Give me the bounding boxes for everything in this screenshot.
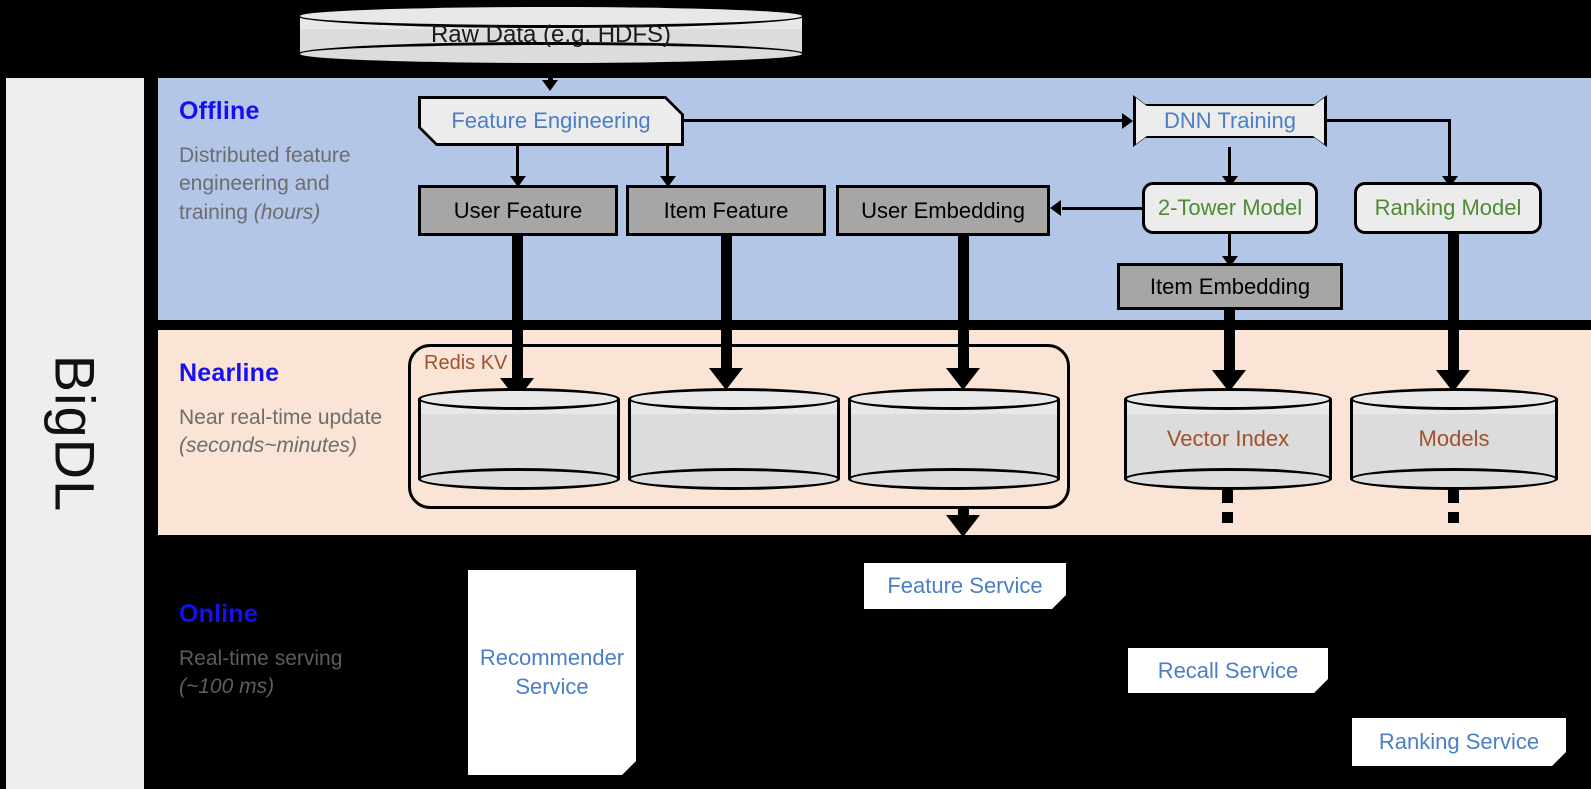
edge-twotower-to-userembedding xyxy=(1062,207,1144,210)
ranking-service-node[interactable]: Ranking Service xyxy=(1352,718,1566,766)
offline-title: Offline xyxy=(179,97,260,125)
offline-subtitle: Distributed feature engineering and trai… xyxy=(179,142,379,227)
nearline-subtitle: Near real-time update (seconds~minutes) xyxy=(179,404,409,461)
redis-store-2-label xyxy=(628,388,840,490)
bigdl-label: BigDL xyxy=(6,78,144,789)
cylinder-top xyxy=(848,388,1060,410)
redis-kv-group xyxy=(408,344,1070,509)
pipe-userfeature-to-store1 xyxy=(512,236,523,386)
pipe-itemfeature-to-store2 xyxy=(721,236,732,376)
bigdl-rail: BigDL xyxy=(6,78,144,789)
edge-fe-to-itemfeature-arrowhead xyxy=(660,176,676,187)
edge-dnn-to-twotower-arrowhead xyxy=(1222,176,1238,187)
cylinder-bottom xyxy=(1124,468,1332,490)
redis-kv-label: Redis KV xyxy=(424,352,508,374)
pipe-itemfeature-arrowhead xyxy=(709,368,743,390)
edge-dnn-to-ranking-v xyxy=(1448,119,1451,181)
redis-store-3-label xyxy=(848,388,1060,490)
cylinder-bottom xyxy=(628,468,840,490)
edge-twotower-to-itemembedding xyxy=(1228,234,1231,262)
user-embedding-node[interactable]: User Embedding xyxy=(836,185,1050,236)
recommender-service-node[interactable]: Recommender Service xyxy=(468,570,636,775)
ranking-service-label: Ranking Service xyxy=(1378,729,1540,754)
offline-subtitle-text: Distributed feature engineering and trai… xyxy=(179,144,351,224)
user-feature-node[interactable]: User Feature xyxy=(418,185,618,236)
models-label: Models xyxy=(1418,426,1490,451)
pipe-itemembedding-to-vectorindex xyxy=(1224,310,1235,378)
online-subtitle-text: Real-time serving xyxy=(179,647,343,670)
edge-fe-to-userfeature-arrowhead xyxy=(510,176,526,187)
feature-service-label: Feature Service xyxy=(887,573,1043,598)
redis-store-2[interactable] xyxy=(628,388,840,490)
feature-engineering-node[interactable]: Feature Engineering xyxy=(418,96,684,146)
pipe-redis-to-featureservice-arrowhead xyxy=(946,515,980,537)
user-embedding-label: User Embedding xyxy=(861,197,1025,223)
item-embedding-label: Item Embedding xyxy=(1149,273,1311,299)
cylinder-top xyxy=(628,388,840,410)
redis-store-1[interactable] xyxy=(418,388,620,490)
edge-fe-to-itemfeature xyxy=(666,146,669,180)
models-store[interactable]: Models xyxy=(1350,388,1558,490)
cylinder-top xyxy=(1124,388,1332,410)
raw-data-store: Raw Data (e.g. HDFS) xyxy=(297,4,805,66)
pipe-userembedding-to-store3 xyxy=(958,236,969,376)
nearline-subtitle-text: Near real-time update xyxy=(179,406,383,429)
edge-rawdata-to-fe-arrowhead xyxy=(542,80,558,91)
cylinder-top xyxy=(1350,388,1558,410)
cylinder-bottom xyxy=(848,468,1060,490)
nearline-title: Nearline xyxy=(179,359,280,387)
offline-subtitle-em: (hours) xyxy=(253,200,321,224)
pipe-models-seg1 xyxy=(1448,490,1459,503)
pipe-rankingmodel-arrowhead xyxy=(1436,370,1470,392)
edge-dnn-to-twotower xyxy=(1228,147,1231,181)
online-subtitle: Real-time serving (~100 ms) xyxy=(179,645,359,702)
vector-index-store[interactable]: Vector Index xyxy=(1124,388,1332,490)
item-feature-node[interactable]: Item Feature xyxy=(626,185,826,236)
online-subtitle-em: (~100 ms) xyxy=(179,675,275,699)
online-title: Online xyxy=(179,600,258,628)
pipe-itemembedding-arrowhead xyxy=(1212,370,1246,392)
bigdl-text: BigDL xyxy=(43,354,107,513)
pipe-userembedding-arrowhead xyxy=(946,368,980,390)
edge-fe-to-userfeature xyxy=(516,146,519,180)
cylinder-bottom xyxy=(1350,468,1558,490)
pipe-redis-to-featureservice xyxy=(958,508,969,520)
redis-store-3[interactable] xyxy=(848,388,1060,490)
cylinder-top xyxy=(418,388,620,410)
pipe-models-seg2 xyxy=(1448,512,1459,523)
pipe-vectorindex-seg2 xyxy=(1222,512,1233,523)
item-embedding-node[interactable]: Item Embedding xyxy=(1117,263,1343,310)
edge-fe-to-dnn-arrowhead xyxy=(1122,113,1133,129)
edge-dnn-to-ranking-h xyxy=(1327,119,1451,122)
dnn-training-node[interactable]: DNN Training xyxy=(1133,95,1327,147)
item-feature-label: Item Feature xyxy=(663,197,789,223)
recall-service-node[interactable]: Recall Service xyxy=(1128,648,1328,693)
recall-service-label: Recall Service xyxy=(1157,657,1299,683)
edge-twotower-to-userembedding-arrowhead xyxy=(1050,200,1061,216)
cylinder-bottom xyxy=(418,468,620,490)
edge-dnn-to-ranking-arrowhead xyxy=(1442,176,1458,187)
edge-fe-to-dnn xyxy=(684,119,1122,122)
raw-data-label: Raw Data (e.g. HDFS) xyxy=(430,21,672,48)
cylinder-top xyxy=(297,4,805,28)
edge-rawdata-to-fe xyxy=(548,64,553,84)
feature-engineering-label: Feature Engineering xyxy=(451,108,651,134)
nearline-subtitle-em: (seconds~minutes) xyxy=(179,434,357,458)
user-feature-label: User Feature xyxy=(453,197,583,223)
dnn-training-label: DNN Training xyxy=(1163,108,1297,134)
redis-store-1-label xyxy=(418,388,620,490)
bevel-fill xyxy=(421,99,681,143)
two-tower-model-node[interactable]: 2-Tower Model xyxy=(1142,182,1318,234)
vector-index-label: Vector Index xyxy=(1166,426,1290,451)
recommender-service-label: Recommender Service xyxy=(479,644,625,699)
feature-service-node[interactable]: Feature Service xyxy=(864,563,1066,609)
ranking-model-node[interactable]: Ranking Model xyxy=(1354,182,1542,234)
pipe-rankingmodel-to-models xyxy=(1448,234,1459,378)
two-tower-model-label: 2-Tower Model xyxy=(1157,195,1303,221)
ranking-model-label: Ranking Model xyxy=(1374,195,1522,221)
edge-twotower-to-itemembedding-arrowhead xyxy=(1222,256,1238,267)
pipe-vectorindex-seg1 xyxy=(1222,490,1233,503)
